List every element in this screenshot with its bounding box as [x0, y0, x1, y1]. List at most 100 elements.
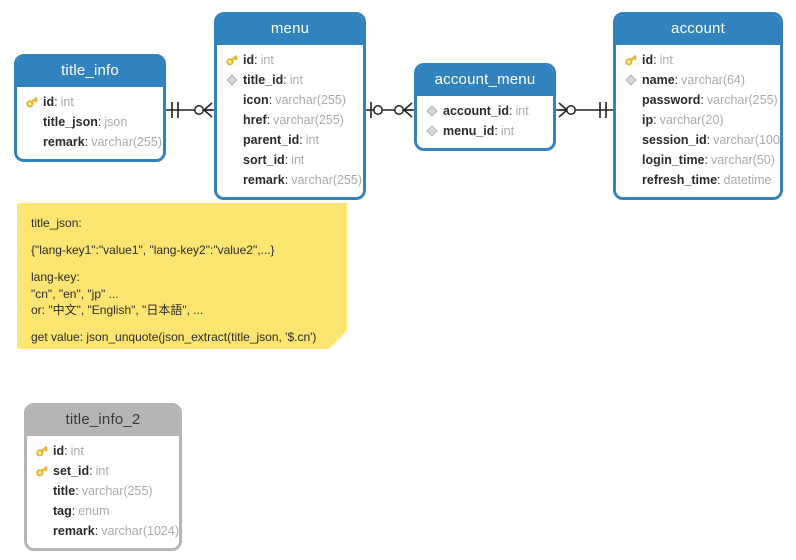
- attribute-separator: :: [64, 443, 68, 458]
- attribute-name: remark: [53, 523, 95, 538]
- attribute-row[interactable]: login_time:varchar(50): [622, 150, 775, 170]
- entity-title-account_menu: account_menu: [417, 66, 553, 96]
- attribute-row[interactable]: parent_id:int: [223, 130, 357, 150]
- attribute-type: varchar(255): [275, 92, 347, 107]
- attribute-row[interactable]: id:int: [223, 50, 357, 70]
- attribute-name: tag: [53, 503, 72, 518]
- attribute-name: title_json: [43, 114, 98, 129]
- attribute-row[interactable]: name:varchar(64): [622, 70, 774, 90]
- attribute-row[interactable]: href:varchar(255): [223, 110, 357, 130]
- attribute-separator: :: [75, 483, 79, 498]
- attribute-type: varchar(20): [659, 112, 724, 127]
- relationship-account_menu-account: [556, 102, 613, 118]
- attribute-row[interactable]: refresh_time:datetime: [622, 170, 774, 190]
- no-icon: [23, 114, 41, 130]
- key-icon: [33, 463, 51, 479]
- attribute-name: parent_id: [243, 132, 300, 147]
- attribute-row[interactable]: remark:varchar(1024): [33, 521, 179, 541]
- no-icon: [223, 132, 241, 148]
- attribute-separator: :: [704, 152, 708, 167]
- note-line: lang-key:: [31, 270, 80, 285]
- attribute-name: id: [53, 443, 65, 458]
- key-icon: [223, 52, 241, 68]
- note-title_json_note[interactable]: title_json:{"lang-key1":"value1", "lang-…: [17, 203, 347, 349]
- attribute-row[interactable]: title:varchar(255): [33, 481, 173, 501]
- attribute-type: int: [291, 152, 305, 167]
- attribute-separator: :: [653, 52, 657, 67]
- attribute-name: href: [243, 112, 267, 127]
- entity-title-menu: menu: [217, 15, 363, 45]
- attribute-type: int: [659, 52, 673, 67]
- attribute-separator: :: [509, 103, 513, 118]
- note-line: get value: json_unquote(json_extract(tit…: [31, 329, 317, 344]
- attribute-row[interactable]: icon:varchar(255): [223, 90, 357, 110]
- no-icon: [33, 523, 51, 539]
- attribute-type: int: [60, 94, 74, 109]
- attribute-separator: :: [284, 172, 289, 187]
- no-icon: [223, 112, 241, 128]
- attribute-row[interactable]: account_id:int: [423, 101, 547, 121]
- note-line: {"lang-key1":"value1", "lang-key2":"valu…: [31, 243, 275, 258]
- no-icon: [23, 134, 41, 150]
- attribute-row[interactable]: id:int: [622, 50, 774, 70]
- attribute-separator: :: [54, 94, 58, 109]
- attribute-type: varchar(255): [706, 92, 778, 107]
- attribute-name: set_id: [53, 463, 90, 478]
- attribute-name: account_id: [443, 103, 509, 118]
- attribute-separator: :: [700, 92, 704, 107]
- attribute-type: varchar(255): [91, 134, 163, 149]
- diamond-icon: [622, 72, 640, 88]
- attribute-row[interactable]: set_id:int: [33, 461, 173, 481]
- attribute-row[interactable]: sort_id:int: [223, 150, 357, 170]
- attribute-name: menu_id: [443, 123, 495, 138]
- attribute-separator: :: [717, 172, 721, 187]
- no-icon: [622, 172, 640, 188]
- attribute-type: varchar(50): [711, 152, 775, 167]
- no-icon: [33, 503, 51, 519]
- attribute-row[interactable]: ip:varchar(20): [622, 110, 774, 130]
- attribute-name: title: [53, 483, 76, 498]
- no-icon: [223, 92, 241, 108]
- attribute-type: varchar(255): [273, 112, 344, 127]
- entity-title-title_info: title_info: [17, 57, 163, 87]
- attribute-row[interactable]: session_id:varchar(100): [622, 130, 780, 150]
- attribute-name: remark: [43, 134, 85, 149]
- attribute-separator: :: [71, 503, 76, 518]
- key-icon: [23, 94, 41, 110]
- attribute-row[interactable]: title_json:json: [23, 112, 157, 132]
- attribute-row[interactable]: title_id:int: [223, 70, 357, 90]
- attribute-type: json: [104, 114, 128, 129]
- attribute-type: varchar(64): [681, 72, 746, 87]
- attribute-row[interactable]: password:varchar(255): [622, 90, 778, 110]
- attribute-row[interactable]: id:int: [33, 441, 173, 461]
- attribute-row[interactable]: id:int: [23, 92, 157, 112]
- attribute-separator: :: [494, 123, 498, 138]
- attribute-type: int: [70, 443, 84, 458]
- relationship-title_info-menu: [166, 102, 214, 118]
- attribute-row[interactable]: menu_id:int: [423, 121, 547, 141]
- note-line: "cn", "en", "jp" ...: [31, 286, 119, 301]
- attribute-separator: :: [299, 132, 303, 147]
- attribute-type: int: [305, 132, 319, 147]
- attribute-row[interactable]: remark:varchar(255): [223, 170, 362, 190]
- attribute-name: sort_id: [243, 152, 285, 167]
- attribute-separator: :: [706, 132, 711, 147]
- attribute-row[interactable]: tag:enum: [33, 501, 173, 521]
- diamond-icon: [423, 123, 441, 139]
- relationship-menu-account_menu: [366, 102, 414, 118]
- note-folded-corner-icon: [329, 331, 347, 349]
- attribute-name: refresh_time: [642, 172, 718, 187]
- diamond-icon: [223, 72, 241, 88]
- attribute-row[interactable]: remark:varchar(255): [23, 132, 162, 152]
- no-icon: [622, 92, 640, 108]
